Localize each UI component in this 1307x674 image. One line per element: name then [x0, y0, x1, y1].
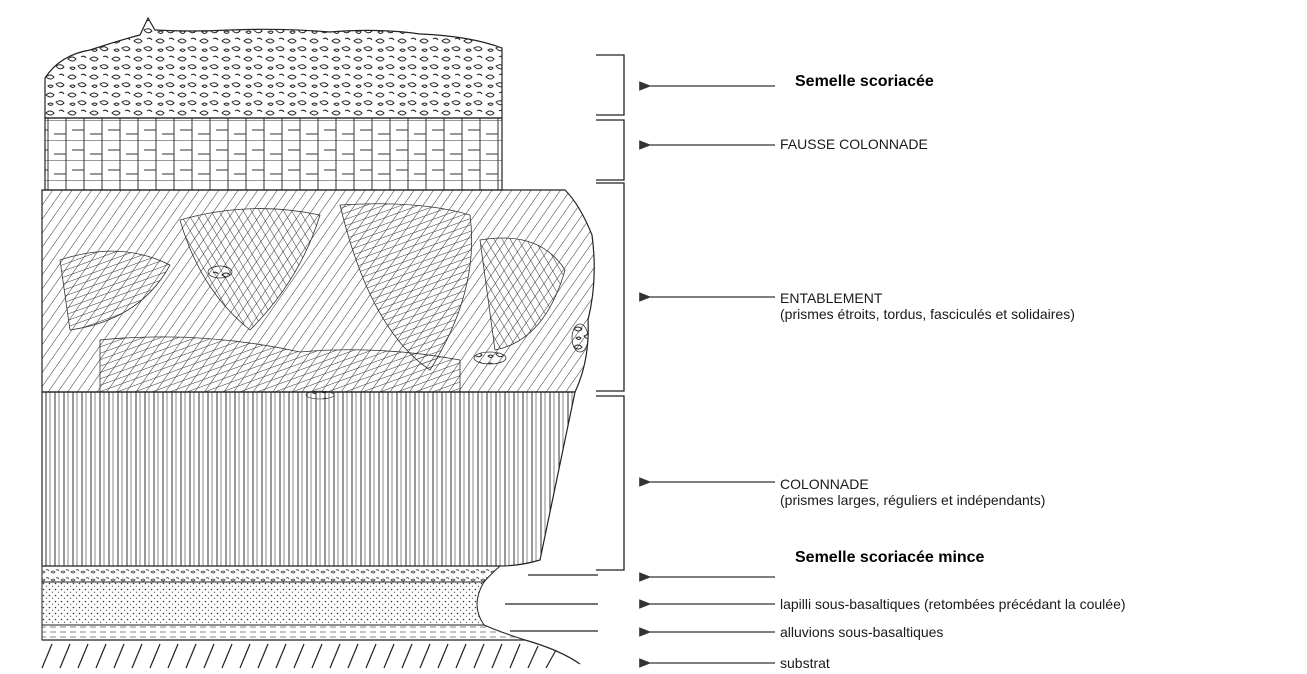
bracket-entablement: [596, 183, 624, 391]
fausse-colonnade-layer: [45, 118, 502, 190]
bracket-semelle: [596, 55, 624, 115]
lapilli-layer: [42, 582, 484, 625]
label-lapilli: lapilli sous-basaltiques (retombées préc…: [780, 596, 1126, 612]
label-entablement-desc: (prismes étroits, tordus, fasciculés et …: [780, 306, 1075, 322]
bracket-colonnade: [596, 396, 624, 570]
bracket-fausse-colonnade: [596, 120, 624, 180]
substrat-layer: [42, 640, 580, 668]
label-entablement-title: ENTABLEMENT: [780, 290, 1075, 306]
label-colonnade-desc: (prismes larges, réguliers et indépendan…: [780, 492, 1045, 508]
entablement-layer: [42, 190, 594, 399]
label-colonnade-title: COLONNADE: [780, 476, 1045, 492]
label-entablement: ENTABLEMENT (prismes étroits, tordus, fa…: [780, 290, 1075, 322]
colonnade-layer: [42, 392, 575, 566]
label-alluvions: alluvions sous-basaltiques: [780, 624, 943, 640]
label-semelle-scoriacee: Semelle scoriacée: [795, 74, 934, 90]
label-colonnade: COLONNADE (prismes larges, réguliers et …: [780, 476, 1045, 508]
leader-lines: [505, 575, 598, 631]
semelle-mince-layer: [42, 566, 500, 582]
layer-brackets: [596, 55, 624, 570]
label-arrows: [650, 86, 775, 663]
label-fausse-colonnade: FAUSSE COLONNADE: [780, 136, 928, 152]
label-semelle-scoriacee-mince: Semelle scoriacée mince: [795, 550, 984, 566]
semelle-scoriacee-layer: [45, 18, 502, 118]
label-substrat: substrat: [780, 655, 830, 671]
alluvions-layer: [42, 625, 525, 640]
